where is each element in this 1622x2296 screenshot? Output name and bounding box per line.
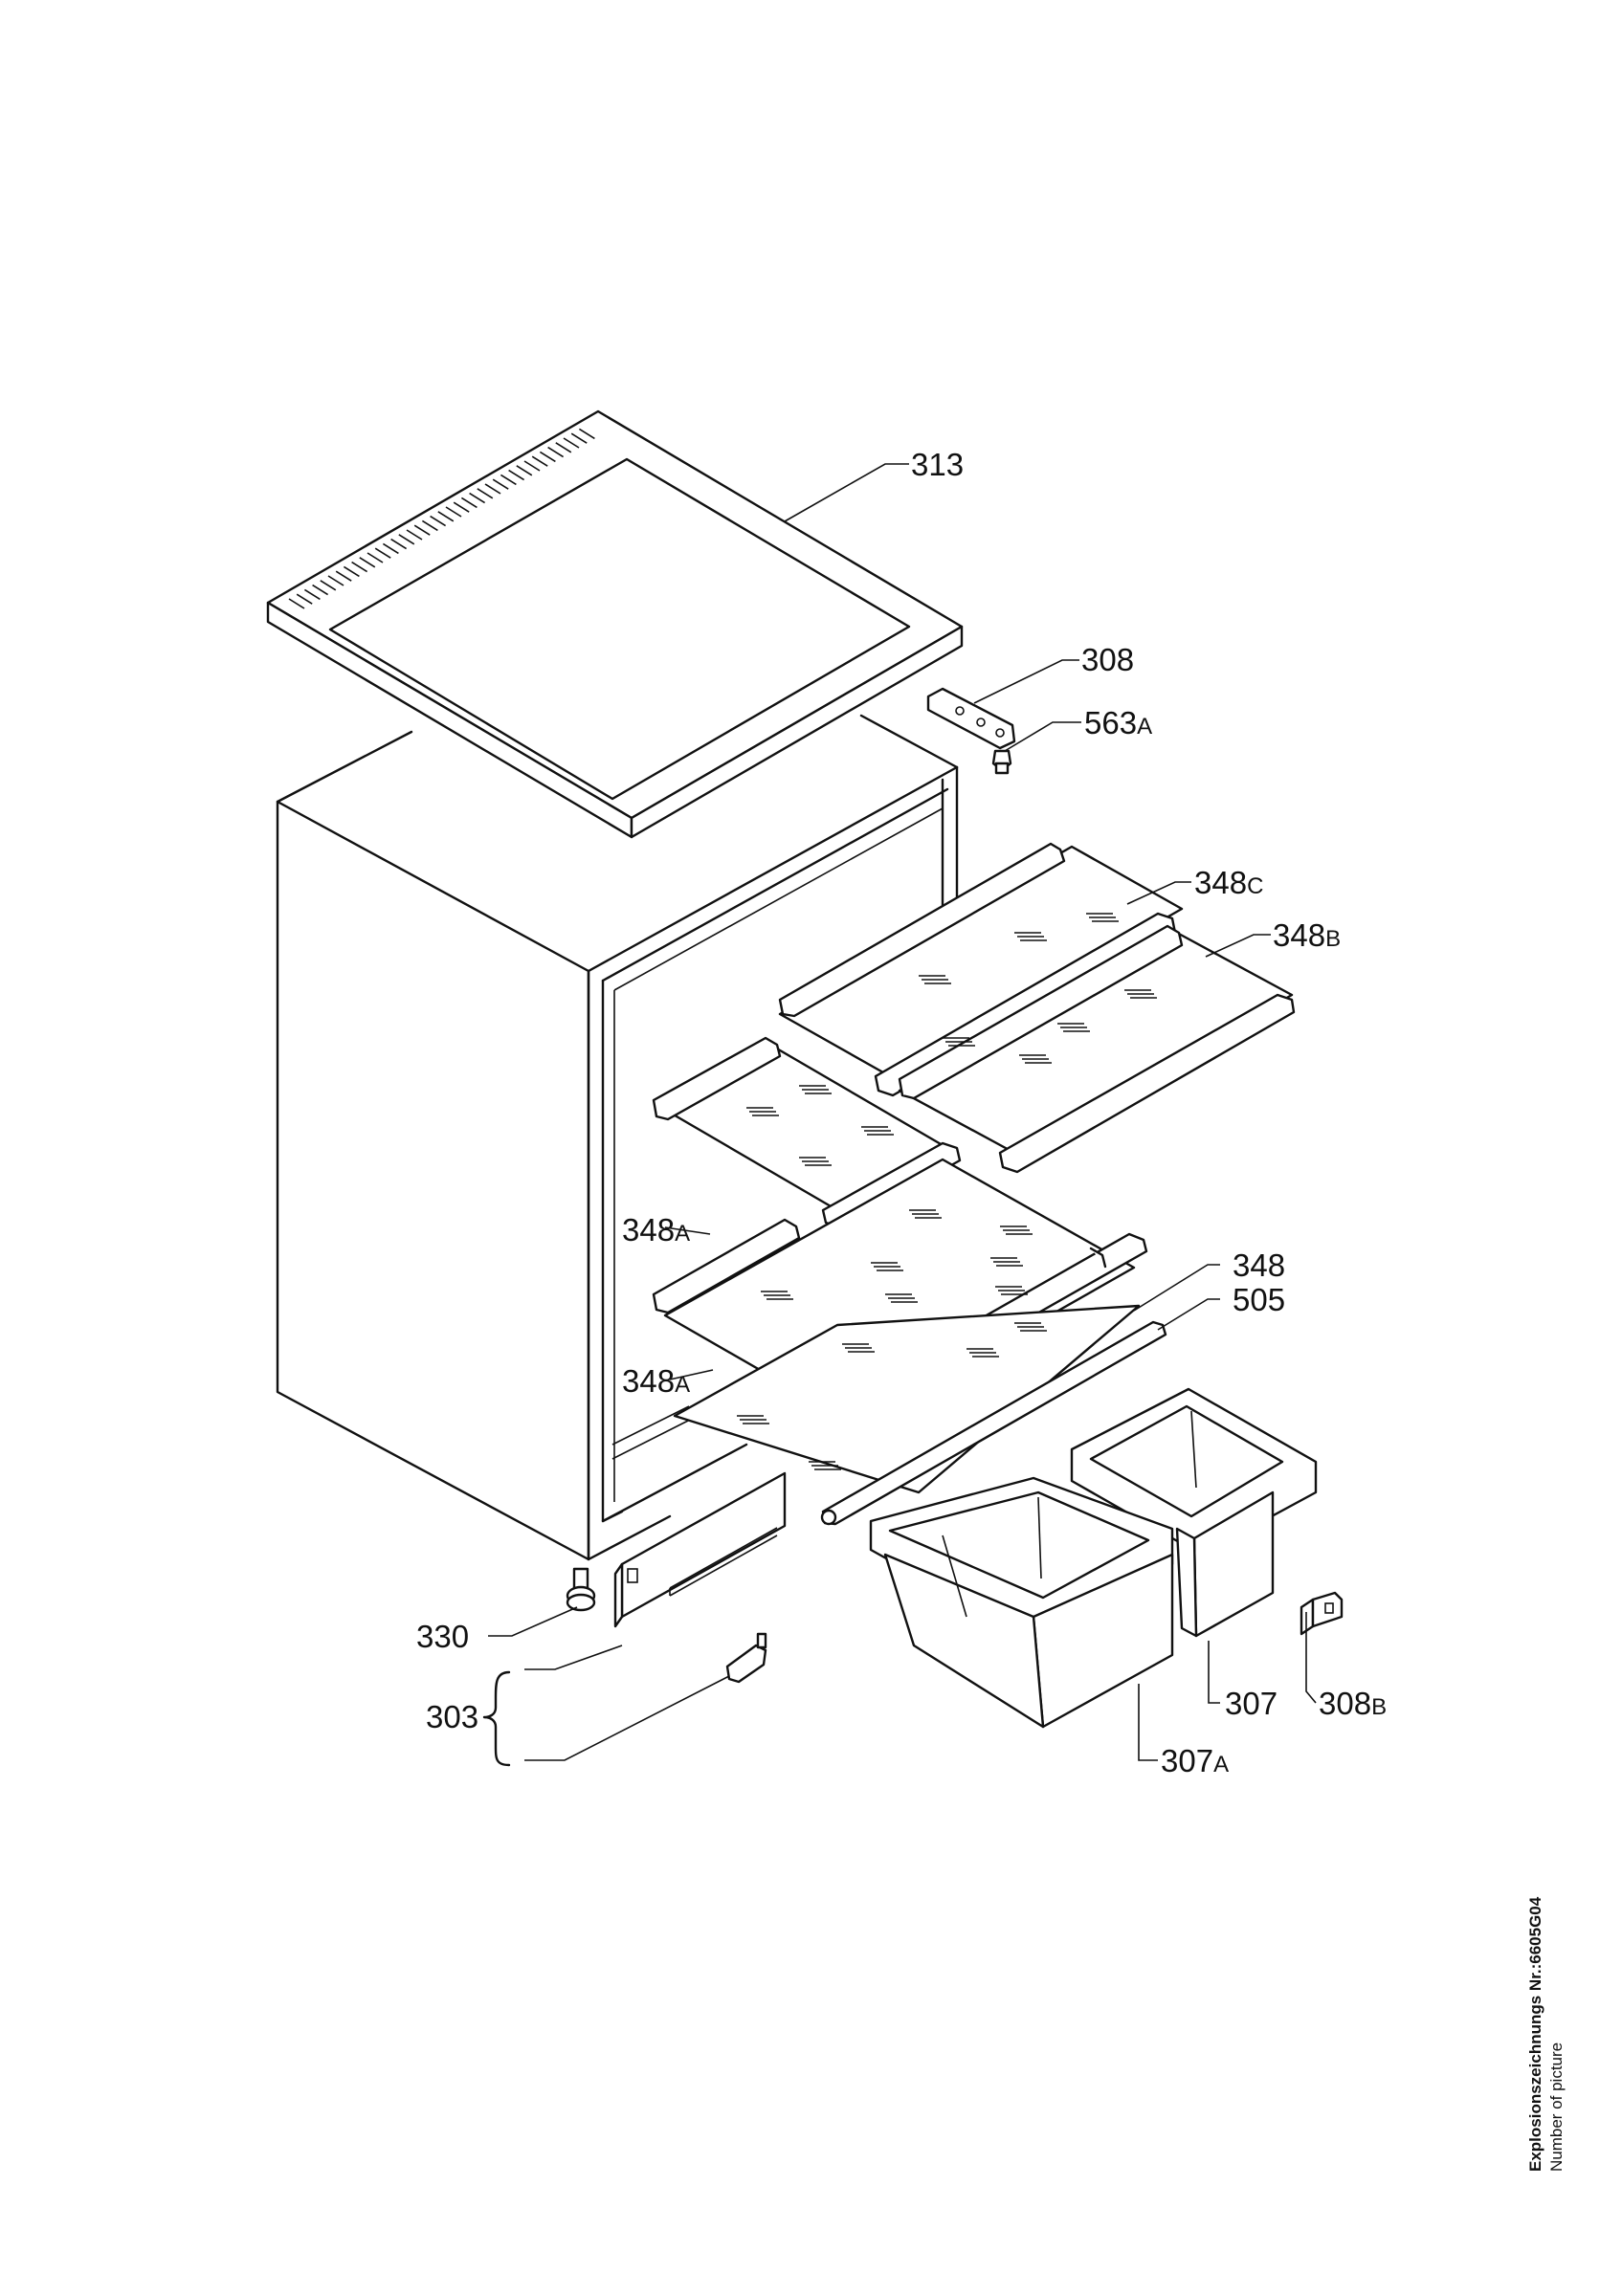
label-505: 505 xyxy=(1233,1282,1285,1317)
drawing-number: Explosionszeichnungs Nr.:6605G04 xyxy=(1526,1896,1544,2172)
group-brace xyxy=(482,1670,511,1767)
label-313: 313 xyxy=(911,447,964,482)
vent-slot xyxy=(320,580,337,591)
vent-slot xyxy=(335,570,352,582)
vent-slot xyxy=(477,488,494,499)
vent-slot xyxy=(484,483,501,495)
label-348a-upper: 348A xyxy=(622,1212,690,1247)
glass-reflection-marks xyxy=(737,913,1157,1470)
vent-slot xyxy=(539,451,556,463)
label-348a-lower: 348A xyxy=(622,1363,690,1399)
label-308b: 308B xyxy=(1319,1686,1387,1721)
vent-slot xyxy=(343,565,360,578)
cabinet-body xyxy=(276,714,959,1561)
vent-slot xyxy=(351,561,368,573)
vent-slot xyxy=(563,437,580,449)
label-348b: 348B xyxy=(1273,917,1341,953)
vent-slot xyxy=(367,552,384,563)
vent-slot xyxy=(421,519,438,532)
vent-slot xyxy=(555,442,572,453)
vent-slot xyxy=(390,538,408,550)
vent-slot xyxy=(453,501,470,513)
label-330: 330 xyxy=(416,1619,469,1654)
vent-slot xyxy=(445,506,462,518)
vent-slot xyxy=(406,529,423,541)
hinge-part xyxy=(926,687,1016,750)
adjustable-foot xyxy=(566,1567,596,1612)
top-cover xyxy=(266,409,964,839)
crisper-drawer-307a xyxy=(869,1476,1174,1729)
label-563a: 563A xyxy=(1084,705,1152,740)
vent-slot xyxy=(547,446,565,458)
label-308: 308 xyxy=(1081,642,1134,677)
leader-lines xyxy=(488,463,1317,1761)
label-307: 307 xyxy=(1225,1686,1278,1721)
vent-slot xyxy=(430,515,447,527)
vent-slot xyxy=(570,432,588,444)
label-348c: 348C xyxy=(1194,865,1263,900)
vent-slot xyxy=(500,474,517,486)
vent-slot xyxy=(578,428,595,440)
label-348: 348 xyxy=(1233,1247,1285,1283)
label-307a: 307A xyxy=(1161,1743,1229,1778)
hinge-screw xyxy=(991,749,1012,775)
vent-slot xyxy=(516,465,533,476)
vent-slot xyxy=(296,593,313,605)
vent-slot xyxy=(327,575,344,586)
shelf-348b xyxy=(898,924,1296,1174)
vent-slot xyxy=(531,455,548,467)
vent-slot xyxy=(303,588,321,601)
part-labels: 313 308 563A 348C 348B 348A 348 505 348A… xyxy=(416,447,1387,1778)
drawing-number-caption: Number of picture xyxy=(1547,2042,1566,2172)
vent-slot xyxy=(398,534,415,545)
vent-slot xyxy=(469,492,486,504)
vent-slot xyxy=(508,469,525,481)
vent-slot xyxy=(460,497,478,509)
vent-slot xyxy=(382,542,399,555)
vent-slot xyxy=(523,460,541,472)
bottom-glass-shelf xyxy=(673,1304,1141,1494)
kick-plate xyxy=(613,1471,787,1628)
vent-slot xyxy=(288,598,305,609)
label-303: 303 xyxy=(426,1699,478,1734)
drawing-number-block: Explosionszeichnungs Nr.:6605G04 Number … xyxy=(1526,1896,1566,2172)
bottom-front-rail xyxy=(820,1320,1167,1526)
vent-slot xyxy=(374,547,391,559)
vent-slot xyxy=(359,557,376,568)
vent-slot xyxy=(492,478,509,490)
vent-slot xyxy=(413,524,431,536)
kick-plate-clip xyxy=(725,1632,767,1684)
door-hinge-bracket xyxy=(1300,1591,1344,1636)
vent-slot xyxy=(312,584,329,596)
vent-slot xyxy=(437,511,455,522)
